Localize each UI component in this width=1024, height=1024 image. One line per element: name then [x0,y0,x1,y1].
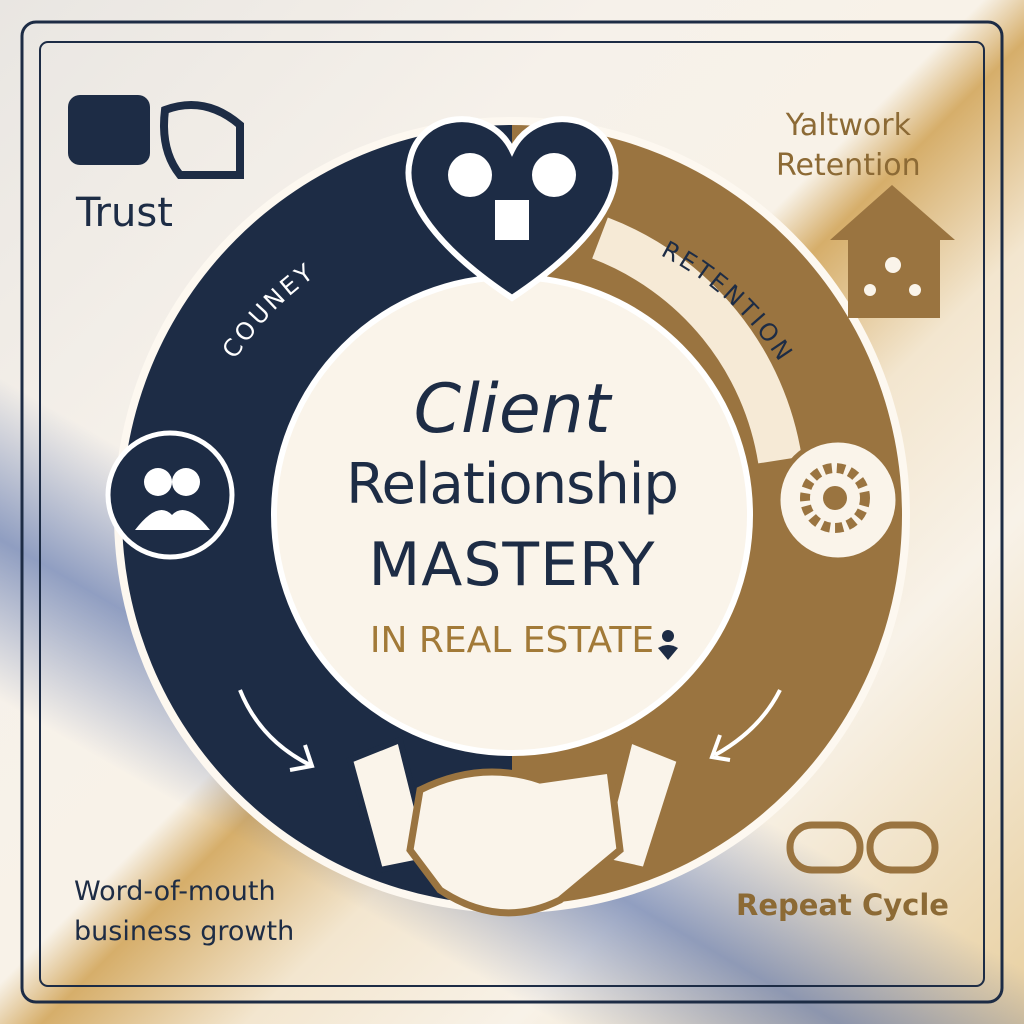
outer-frame [20,20,1004,1004]
network-line2: Retention [776,148,921,183]
word-of-mouth-label: Word-of-mouth business growth [74,872,294,952]
chain-link-icon [786,821,939,874]
trust-handshake-icon [68,95,244,179]
gear-icon [775,437,901,563]
trust-label: Trust [76,190,173,236]
wom-line2: business growth [74,916,295,947]
people-icon [105,430,235,560]
title-relationship: Relationship [346,452,679,517]
title-mastery: MASTERY [368,530,656,600]
ring-left-navy [122,125,512,905]
title-client: Client [413,370,611,449]
subtitle-real-estate: IN REAL ESTATE [369,620,655,661]
network-line1: Yaltwork [785,108,911,143]
repeat-cycle-label: Repeat Cycle [736,888,949,922]
inner-frame [39,41,985,987]
wom-line1: Word-of-mouth [74,876,276,907]
house-network-icon [830,185,955,318]
ring-right-gold [512,125,902,905]
arrow-right-icon [709,689,782,762]
heart-people-icon [405,116,619,302]
person-heart-icon [658,630,678,660]
retention-band [591,217,802,464]
handshake-icon [346,735,684,917]
arrow-left-icon [238,689,315,772]
